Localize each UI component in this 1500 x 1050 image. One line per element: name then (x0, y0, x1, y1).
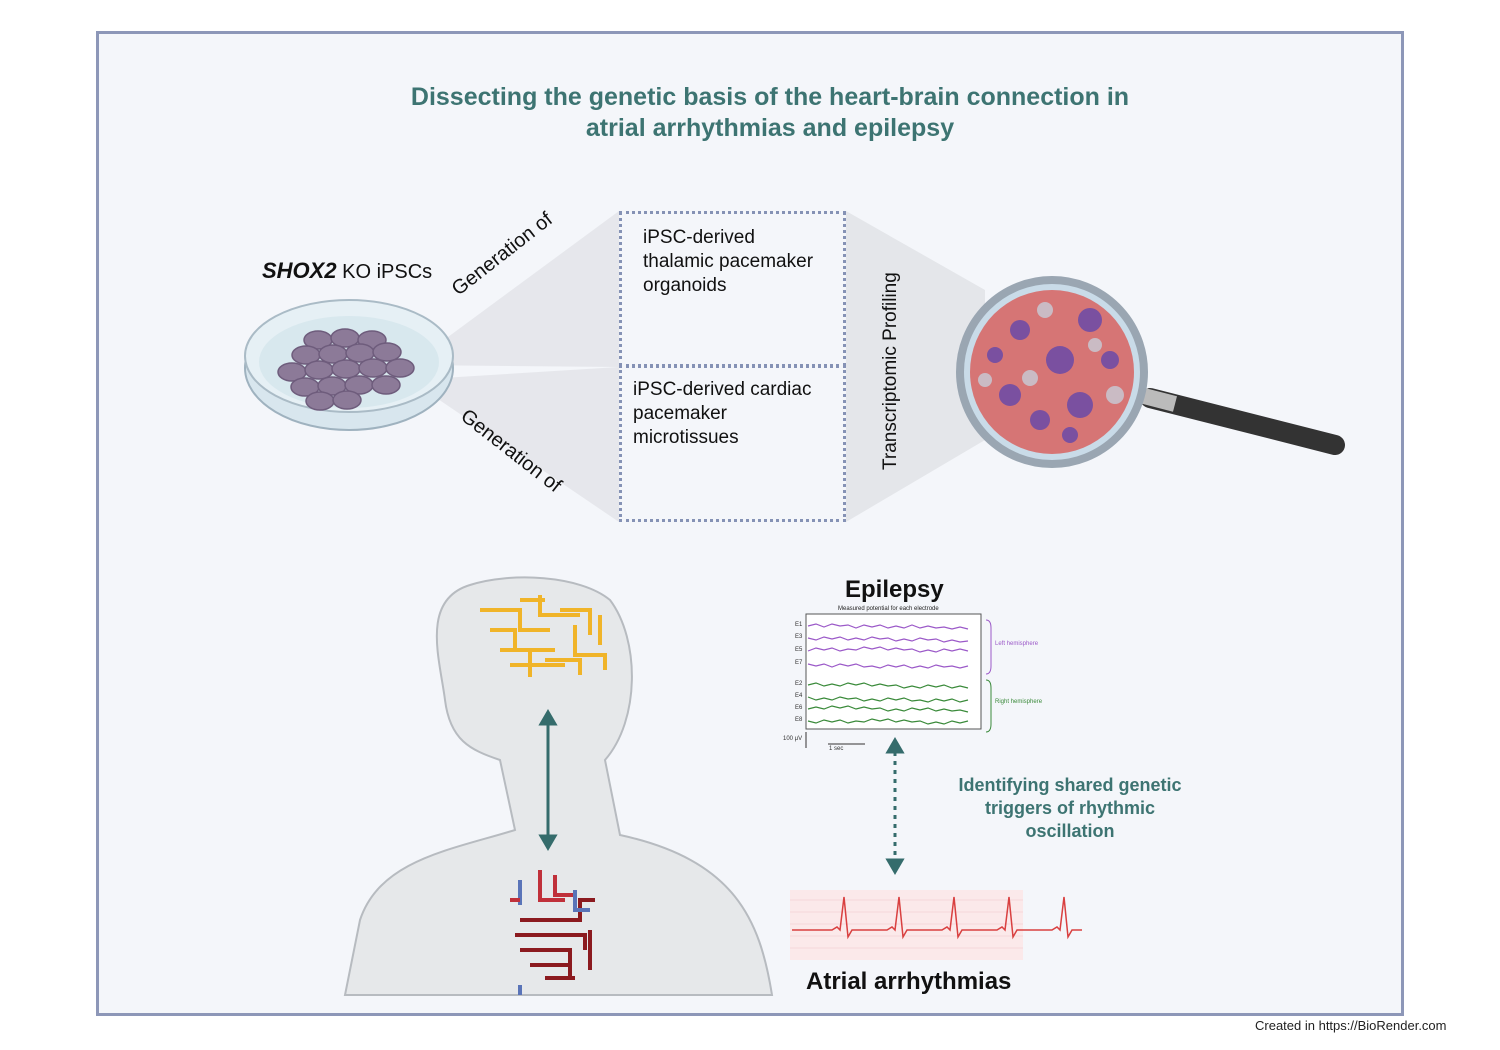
human-body-icon (343, 576, 774, 996)
voltage-scale-label: 100 μV (783, 736, 803, 742)
thalamic-organoid-text: iPSC-derived thalamic pacemaker organoid… (643, 227, 814, 296)
ecg-strip (790, 890, 1082, 960)
eeg-plot-title: Measured potential for each electrode (838, 606, 939, 612)
biorender-credit: Created in https://BioRender.com (1255, 1018, 1447, 1033)
eeg-channel-label: E2 (795, 681, 803, 687)
cardiac-microtissue-text: iPSC-derived cardiac pacemaker microtiss… (633, 379, 812, 448)
gene-name: SHOX2 (262, 258, 337, 283)
eeg-plot (805, 613, 992, 748)
eeg-channel-label: E7 (795, 660, 803, 666)
eeg-channel-label: E8 (795, 717, 803, 723)
funnel-bottom (410, 367, 619, 522)
time-scale-label: 1 sec (829, 746, 844, 752)
cardiac-microtissue-box (619, 365, 846, 522)
right-hemisphere-label: Right hemisphere (995, 699, 1043, 705)
atrial-arrhythmias-heading: Atrial arrhythmias (806, 968, 1012, 995)
title-line-2: atrial arrhythmias and epilepsy (585, 114, 955, 142)
brain-heart-arrow (538, 709, 558, 851)
figure-title: Dissecting the genetic basis of the hear… (320, 82, 1220, 144)
ipsc-label: KO iPSCs (336, 261, 433, 283)
eeg-channel-label: E6 (795, 705, 803, 711)
funnel-top (410, 211, 619, 367)
thalamic-organoid-box (619, 211, 846, 367)
title-line-1: Dissecting the genetic basis of the hear… (410, 83, 1130, 111)
left-hemisphere-label: Left hemisphere (995, 641, 1039, 647)
eeg-channel-label: E1 (795, 622, 803, 628)
magnifying-glass-icon (956, 276, 1345, 468)
eeg-channel-label: E3 (795, 634, 803, 640)
funnel-profiling (846, 211, 985, 522)
shox2-ko-ipscs-label: SHOX2 KO iPSCs (262, 258, 432, 284)
eeg-channel-label: E5 (795, 647, 803, 653)
petri-dish-icon (244, 299, 454, 431)
figure-frame (96, 31, 1404, 1016)
eeg-channel-label: E4 (795, 693, 803, 699)
transcriptomic-profiling-label: Transcriptomic Profiling (880, 272, 901, 470)
shared-triggers-arrow (885, 737, 905, 875)
shared-triggers-text: Identifying shared genetic triggers of r… (958, 775, 1182, 841)
epilepsy-heading: Epilepsy (845, 576, 944, 603)
